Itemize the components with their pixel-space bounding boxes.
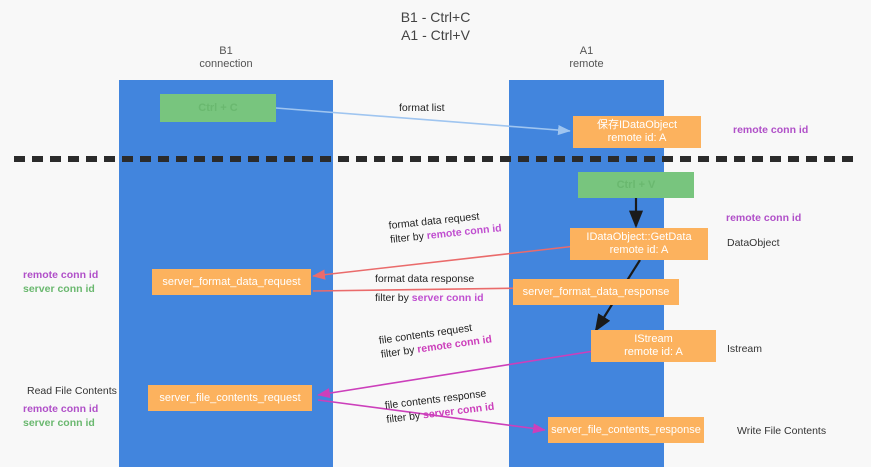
edge-label-format-data-response: format data response filter by server co… [375,272,484,305]
side-label-left-server-conn-id-mid-text: server conn id [23,283,95,295]
side-label-write-file-contents-text: Write File Contents [737,425,827,437]
node-istream-line1: IStream [634,333,673,345]
edge-label-format-data-request: format data request filter by remote con… [388,207,502,247]
side-label-left-conn-ids-bottom: remote conn id server conn id [23,402,98,430]
column-header-b1-name: B1 [219,45,233,57]
node-server-format-data-request-label: server_format_data_request [162,275,301,288]
side-label-right-remote-conn-id-top-text: remote conn id [733,124,809,136]
column-header-a1: A1 remote [509,45,664,71]
side-label-right-remote-conn-id-mid: remote conn id [726,211,801,225]
phase-divider [14,156,859,162]
node-server-format-data-response[interactable]: server_format_data_response [513,279,679,305]
node-idataobject-getdata-line1: IDataObject::GetData [586,231,692,243]
column-header-b1: B1 connection [119,45,333,71]
node-server-file-contents-response[interactable]: server_file_contents_response [548,417,704,443]
node-server-format-data-request[interactable]: server_format_data_request [152,269,311,295]
column-header-b1-role: connection [199,58,253,70]
side-label-istream-text: Istream [727,343,763,355]
node-istream[interactable]: IStream remote id: A [591,330,716,362]
side-label-left-remote-conn-id-bottom-text: remote conn id [23,403,99,415]
filter-prefix: filter by [389,230,428,246]
side-label-left-remote-conn-id-mid-text: remote conn id [23,269,99,281]
node-idataobject-getdata[interactable]: IDataObject::GetData remote id: A [570,228,708,260]
edge-label-format-data-response-text: format data response [375,273,475,285]
node-ctrl-c-label: Ctrl + C [198,101,238,114]
page-title: B1 - Ctrl+C A1 - Ctrl+V [0,8,871,44]
node-server-format-data-response-label: server_format_data_response [522,285,670,298]
edge-label-format-data-response-filter: filter by server conn id [375,291,484,305]
side-label-write-file-contents: Write File Contents [737,424,826,438]
node-idataobject-getdata-line2: remote id: A [609,244,669,256]
node-istream-line2: remote id: A [624,346,683,358]
side-label-right-remote-conn-id-top: remote conn id [733,123,808,137]
side-label-right-remote-conn-id-mid-text: remote conn id [726,212,802,224]
node-server-file-contents-request-label: server_file_contents_request [159,391,301,404]
filter-prefix: filter by [380,343,419,361]
edge-label-file-contents-request: file contents request filter by remote c… [378,318,493,361]
filter-prefix: filter by [385,409,424,426]
side-label-dataobject-text: DataObject [727,237,780,249]
side-label-left-server-conn-id-bottom-text: server conn id [23,417,95,429]
node-save-idataobject-line2: remote id: A [607,132,667,144]
page-title-line1: B1 - Ctrl+C [400,9,471,25]
edge-label-file-contents-response: file contents response filter by server … [384,386,495,427]
node-ctrl-v[interactable]: Ctrl + V [578,172,694,198]
node-ctrl-c[interactable]: Ctrl + C [160,94,276,122]
side-label-dataobject: DataObject [727,236,780,250]
filter-prefix: filter by [375,292,412,304]
node-server-file-contents-response-label: server_file_contents_response [551,423,701,436]
column-header-a1-name: A1 [579,45,594,57]
side-label-read-file-contents-text: Read File Contents [27,385,117,397]
filter-key-server-conn-id: server conn id [411,292,484,304]
column-header-a1-role: remote [569,58,604,70]
edge-label-format-list: format list [399,101,445,115]
side-label-read-file-contents: Read File Contents [27,384,117,398]
side-label-istream: Istream [727,342,762,356]
node-save-idataobject-line1: 保存IDataObject [596,119,678,131]
edge-label-format-list-text: format list [399,102,445,114]
node-save-idataobject[interactable]: 保存IDataObject remote id: A [573,116,701,148]
side-label-left-conn-ids-mid: remote conn id server conn id [23,268,98,296]
node-server-file-contents-request[interactable]: server_file_contents_request [148,385,312,411]
page-title-line2: A1 - Ctrl+V [401,27,470,43]
node-ctrl-v-label: Ctrl + V [616,178,656,191]
